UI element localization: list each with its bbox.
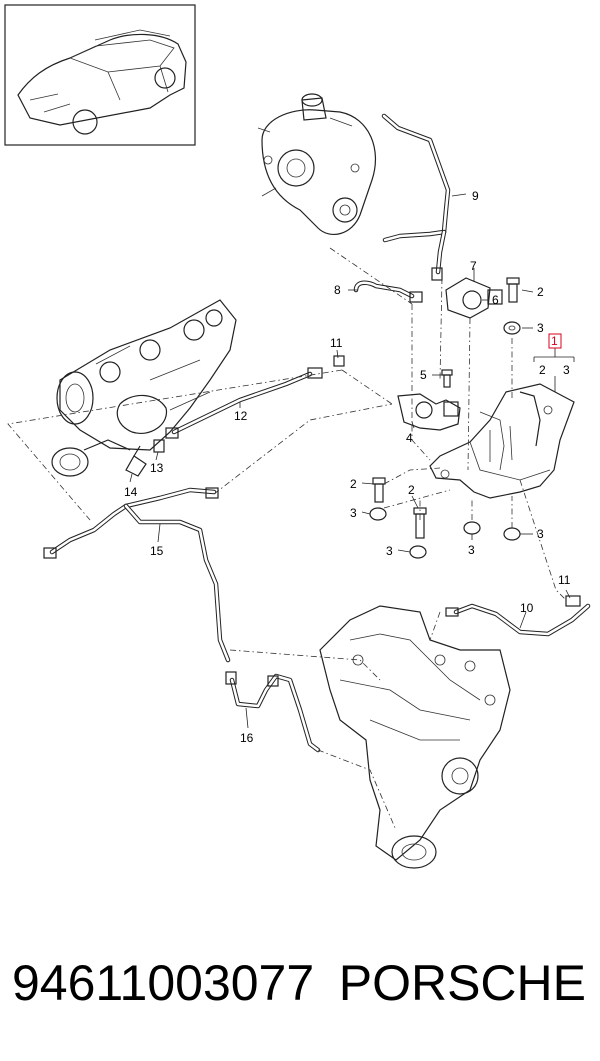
callout-3-head: 3 [563, 363, 570, 377]
callout-2-mid: 2 [408, 483, 415, 497]
callout-1: 1 [551, 334, 558, 348]
nut-center [463, 521, 481, 535]
callout-2-top: 2 [537, 285, 544, 299]
vacuum-reservoir-1 [429, 383, 575, 499]
callout-14: 14 [124, 485, 138, 499]
part-number: 94611003077 [12, 955, 315, 1011]
footer: 94611003077 PORSCHE [0, 948, 600, 1018]
callout-11-right: 11 [558, 573, 571, 587]
fitting-11-left [333, 355, 345, 367]
screw-mid [413, 507, 427, 539]
callout-3-d: 3 [537, 527, 544, 541]
nut-left [369, 507, 387, 521]
clip-14 [125, 445, 147, 477]
callout-3-a: 3 [350, 506, 357, 520]
callout-2-head: 2 [539, 363, 546, 377]
solenoid-valve-7 [445, 277, 503, 319]
line-15 [43, 487, 231, 663]
line-16 [225, 671, 321, 753]
callout-3-b: 3 [386, 544, 393, 558]
callout-3-top: 3 [537, 321, 544, 335]
callout-7: 7 [470, 259, 477, 273]
callout-8: 8 [334, 283, 341, 297]
screw-5 [441, 369, 453, 388]
association-lines [7, 247, 567, 831]
exhaust-manifold-right [319, 605, 511, 869]
callout-4: 4 [406, 431, 413, 445]
screw-left [372, 477, 386, 503]
fitting-13 [153, 439, 165, 453]
vacuum-hose-9 [381, 113, 451, 281]
hose-10 [445, 603, 591, 637]
callout-5: 5 [420, 368, 427, 382]
callout-15: 15 [150, 544, 164, 558]
fitting-11-right [565, 595, 581, 607]
callout-9: 9 [472, 189, 479, 203]
callout-2-left: 2 [350, 477, 357, 491]
callout-6: 6 [492, 293, 499, 307]
callout-10: 10 [520, 601, 534, 615]
callout-12: 12 [234, 409, 248, 423]
callouts: 1 2 3 9 7 6 2 3 8 11 5 4 12 13 14 15 16 … [124, 189, 571, 745]
leader-lines [129, 193, 575, 729]
turbocharger-left [51, 299, 237, 477]
callout-1-highlight [548, 333, 562, 349]
callout-11-left: 11 [330, 336, 343, 350]
nut-right [503, 527, 521, 541]
callout-16: 16 [240, 731, 254, 745]
car-icon [17, 29, 187, 135]
vehicle-inset [4, 4, 196, 146]
callout-3-c: 3 [468, 543, 475, 557]
nut-mid [409, 545, 427, 559]
brand-name: PORSCHE [338, 955, 586, 1011]
pressure-line-12 [165, 367, 323, 439]
vacuum-hose-8 [353, 280, 423, 303]
vacuum-pump [257, 93, 376, 236]
actuator-4 [397, 393, 461, 431]
callout-13: 13 [150, 461, 164, 475]
nut-top [503, 321, 521, 335]
screw-top [506, 277, 520, 303]
